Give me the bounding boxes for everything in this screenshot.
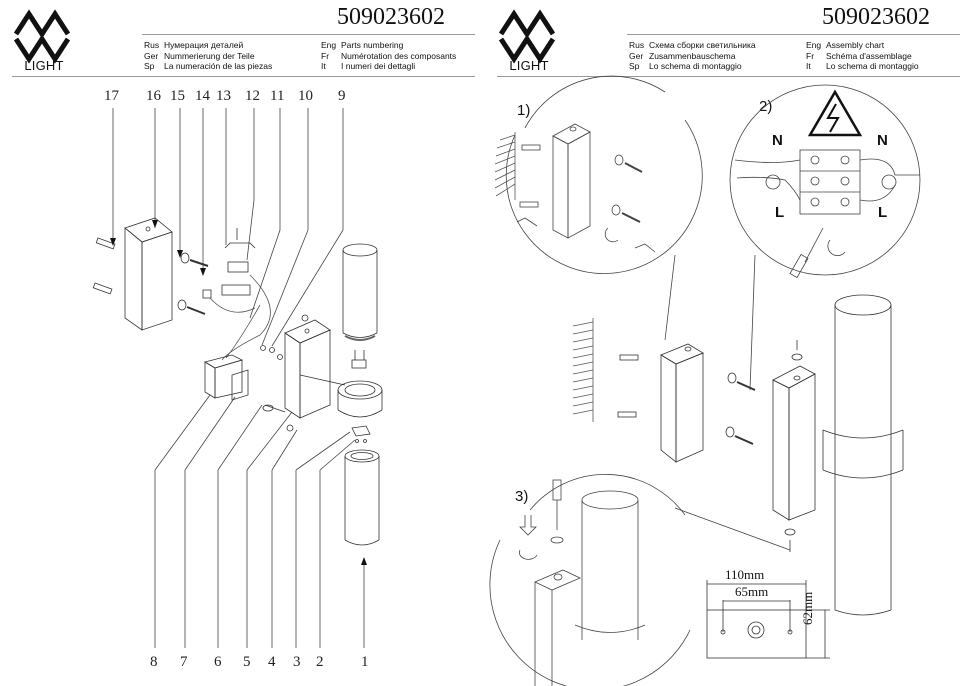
part-number-6: 6: [214, 654, 222, 670]
mid-assembly: [572, 294, 904, 616]
step-1-detail: [494, 75, 703, 341]
terminal-block: [202, 228, 256, 299]
mw-light-logo-icon: [498, 9, 556, 64]
part-number-11: 11: [270, 88, 285, 104]
part-number-16: 16: [146, 88, 161, 104]
part-number-15: 15: [170, 88, 185, 104]
part-number-17: 17: [104, 88, 119, 104]
wall-box: [124, 217, 173, 331]
part-number-4: 4: [268, 654, 276, 670]
mw-light-logo-icon: [13, 9, 71, 64]
mount-bracket: [351, 425, 371, 443]
wire-label-l-right: L: [878, 204, 888, 221]
lamp-body: [284, 319, 346, 419]
center-ring: [337, 350, 383, 418]
washers-screws: [177, 252, 209, 315]
wire-label-l-left: L: [775, 204, 785, 221]
part-number-1: 1: [361, 654, 369, 670]
logo-text: LIGHT: [509, 58, 549, 73]
part-number-14: 14: [195, 88, 210, 104]
step-2-label: 2): [759, 98, 773, 115]
arrow-heads: [110, 220, 367, 565]
part-number-8: 8: [150, 654, 158, 670]
part-number-2: 2: [316, 654, 324, 670]
wall-plugs: [92, 237, 116, 295]
part-number-7: 7: [180, 654, 188, 670]
wires: [209, 274, 271, 361]
header-bottom-divider: [497, 76, 960, 77]
part-number-9: 9: [338, 88, 346, 104]
part-number-3: 3: [293, 654, 301, 670]
part-number-12: 12: [245, 88, 260, 104]
step-1-label: 1): [517, 102, 531, 119]
logo-text: LIGHT: [24, 58, 64, 73]
leader-lines-top: [112, 108, 344, 347]
step-3-detail: [489, 474, 791, 686]
header-bottom-divider: [12, 76, 475, 77]
exploded-parts-drawing: [92, 108, 383, 648]
document-number: 509023602: [337, 4, 445, 30]
dimension-hole-spacing: 65mm: [735, 584, 769, 599]
step-3-label: 3): [515, 488, 529, 505]
wall-hatch: [494, 132, 516, 200]
header-divider: [142, 34, 475, 35]
assembly-drawing: [489, 75, 921, 686]
dimension-width: 110mm: [725, 567, 765, 582]
upper-glass-cylinder: [342, 243, 378, 341]
wire-label-n-right: N: [877, 132, 888, 149]
part-number-5: 5: [243, 654, 251, 670]
document-number: 509023602: [822, 4, 930, 30]
part-number-10: 10: [298, 88, 313, 104]
step-2-detail: [729, 84, 921, 391]
header-divider: [627, 34, 960, 35]
wire-label-n-left: N: [772, 132, 783, 149]
part-number-13: 13: [216, 88, 231, 104]
led-driver: [203, 354, 249, 401]
lower-glass-cylinder: [344, 449, 380, 546]
small-parts: [260, 314, 309, 432]
leader-lines-bottom: [154, 394, 365, 648]
dimension-diagram: [706, 580, 830, 659]
